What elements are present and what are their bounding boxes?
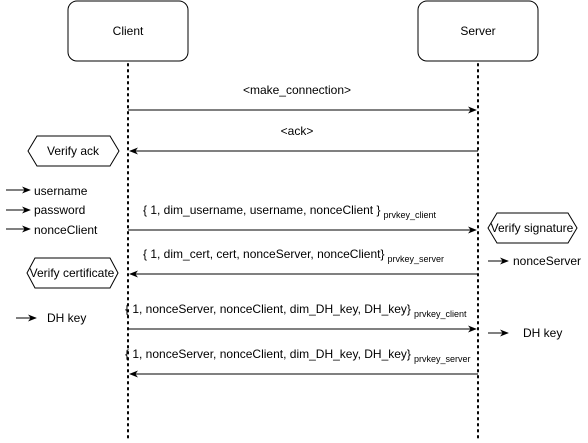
message-dh-server-text: { 1, nonceServer, nonceClient, dim_DH_ke… bbox=[125, 347, 411, 361]
message-dh-server-key: prvkey_server bbox=[414, 354, 471, 364]
message-certificate-key: prvkey_server bbox=[387, 254, 444, 264]
verify-signature-action: Verify signature bbox=[487, 212, 578, 244]
message-dh-client-key: prvkey_client bbox=[414, 309, 467, 319]
message-certificate-text: { 1, dim_cert, cert, nonceServer, nonceC… bbox=[143, 247, 384, 261]
server-participant[interactable]: Server bbox=[417, 0, 539, 62]
message-username-text: { 1, dim_username, username, nonceClient… bbox=[143, 203, 380, 217]
dh-key-client-label: DH key bbox=[47, 311, 86, 325]
password-input-label: password bbox=[34, 203, 85, 217]
verify-signature-label: Verify signature bbox=[491, 221, 574, 235]
username-input-label: username bbox=[34, 184, 88, 198]
message-dh-server-label: { 1, nonceServer, nonceClient, dim_DH_ke… bbox=[125, 347, 470, 364]
message-username-label: { 1, dim_username, username, nonceClient… bbox=[143, 203, 436, 220]
client-participant[interactable]: Client bbox=[67, 0, 189, 62]
message-ack-label: <ack> bbox=[281, 124, 314, 138]
nonce-server-input-label: nonceServer bbox=[513, 254, 581, 268]
message-certificate-label: { 1, dim_cert, cert, nonceServer, nonceC… bbox=[143, 247, 444, 264]
verify-ack-action: Verify ack bbox=[27, 135, 120, 167]
dh-key-server-label: DH key bbox=[523, 326, 562, 340]
nonce-client-input-label: nonceClient bbox=[34, 223, 98, 237]
message-dh-client-label: { 1, nonceServer, nonceClient, dim_DH_ke… bbox=[125, 302, 467, 319]
verify-certificate-action: Verify certificate bbox=[26, 257, 119, 289]
client-label: Client bbox=[113, 24, 144, 38]
server-label: Server bbox=[460, 24, 495, 38]
message-make-connection-label: <make_connection> bbox=[243, 83, 351, 97]
message-dh-client-text: { 1, nonceServer, nonceClient, dim_DH_ke… bbox=[125, 302, 411, 316]
verify-certificate-label: Verify certificate bbox=[30, 266, 115, 280]
message-username-key: prvkey_client bbox=[383, 210, 436, 220]
verify-ack-label: Verify ack bbox=[47, 144, 100, 158]
